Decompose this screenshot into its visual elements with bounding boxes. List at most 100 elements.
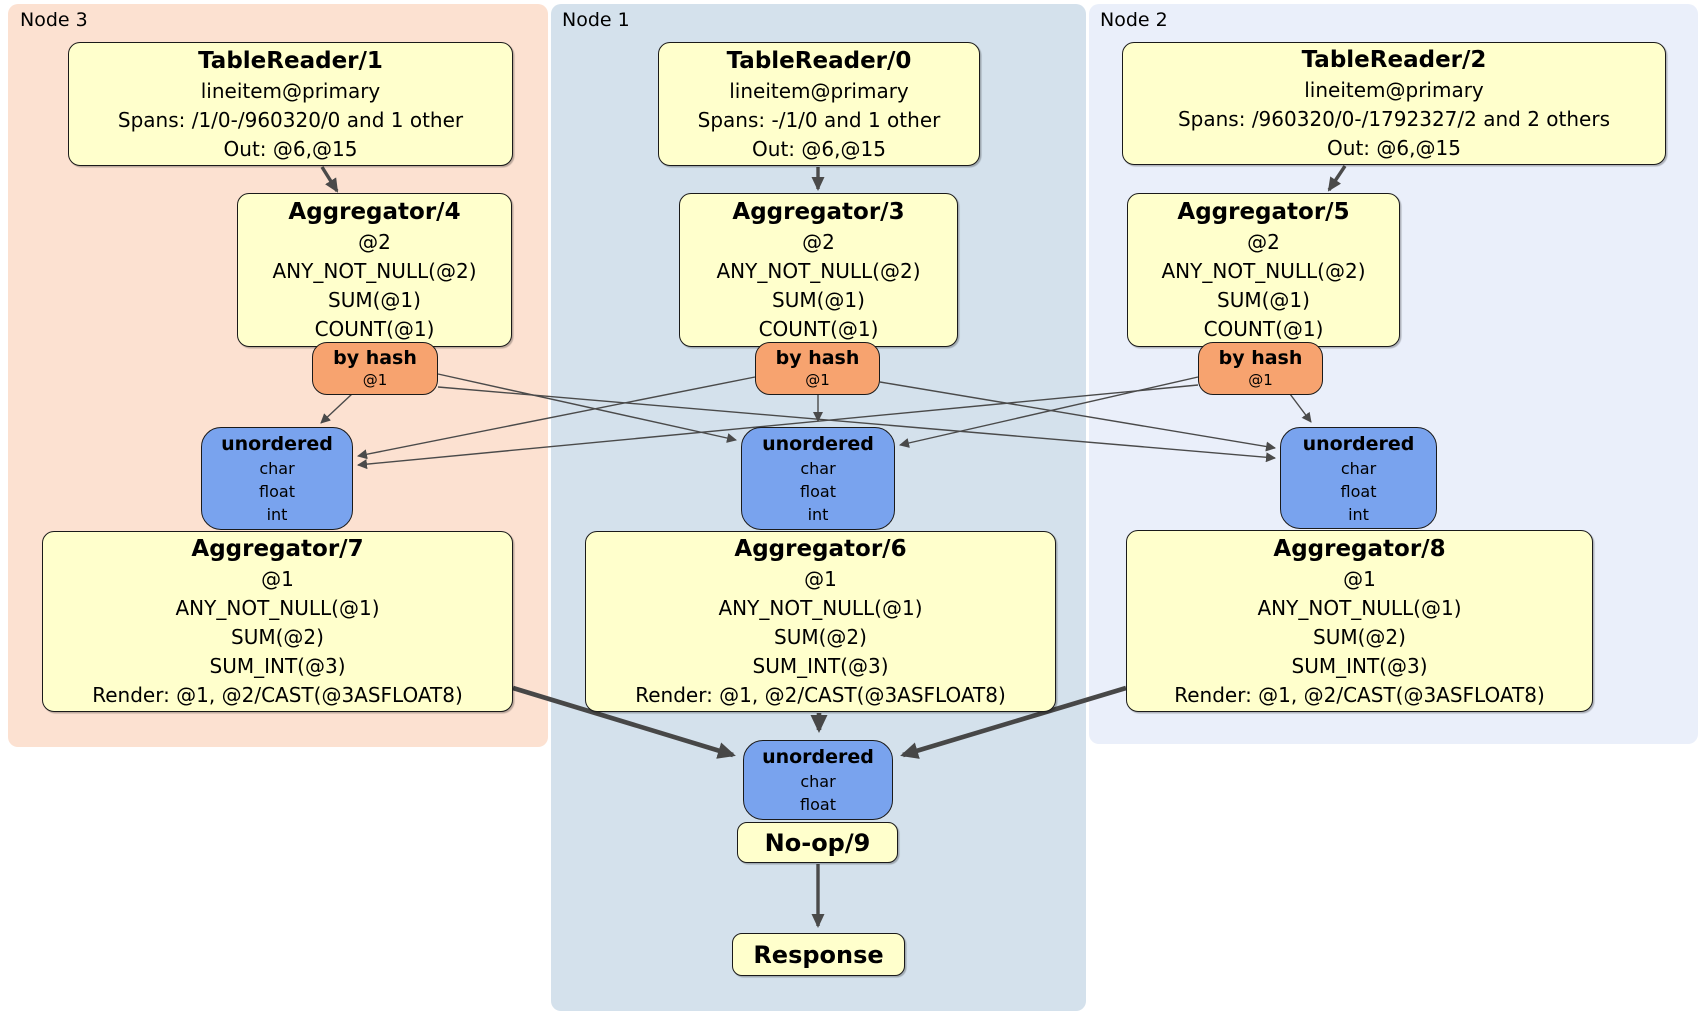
router-title: by hash xyxy=(333,347,417,369)
aggregator-4-box: Aggregator/4 @2 ANY_NOT_NULL(@2) SUM(@1)… xyxy=(237,193,512,347)
box-title: Aggregator/3 xyxy=(732,199,905,225)
edge-routerC-syncL xyxy=(357,376,756,460)
unordered-sync-right: unordered char float int xyxy=(1280,427,1437,529)
router-key: @1 xyxy=(805,371,830,389)
edge-routerL-syncL xyxy=(320,393,353,424)
box-line: Render: @1, @2/CAST(@3ASFLOAT8) xyxy=(1174,682,1545,707)
box-title: No-op/9 xyxy=(764,828,871,857)
unordered-sync-left: unordered char float int xyxy=(201,427,353,530)
box-line: @2 xyxy=(1247,230,1280,254)
sync-col: char xyxy=(259,459,295,478)
aggregator-5-box: Aggregator/5 @2 ANY_NOT_NULL(@2) SUM(@1)… xyxy=(1127,193,1400,347)
edge-routerC-syncR xyxy=(879,381,1276,452)
sync-col: int xyxy=(807,505,829,524)
sync-col: float xyxy=(800,482,836,501)
box-line: SUM(@2) xyxy=(774,625,867,649)
sync-col: int xyxy=(266,505,288,524)
router-key: @1 xyxy=(362,371,388,389)
sync-title: unordered xyxy=(1302,432,1415,455)
box-line: @1 xyxy=(1343,566,1376,591)
box-line: Out: @6,@15 xyxy=(223,136,358,161)
edge-routerR-syncR xyxy=(1289,393,1312,423)
box-line: @1 xyxy=(261,567,294,591)
box-line: ANY_NOT_NULL(@2) xyxy=(1161,259,1366,283)
box-line: ANY_NOT_NULL(@2) xyxy=(272,259,477,283)
aggregator-6-box: Aggregator/6 @1 ANY_NOT_NULL(@1) SUM(@2)… xyxy=(585,531,1056,712)
box-line: Spans: /960320/0-/1792327/2 and 2 others xyxy=(1177,107,1610,131)
box-line: COUNT(@1) xyxy=(758,317,879,341)
box-line: lineitem@primary xyxy=(1304,78,1484,102)
box-line: SUM(@1) xyxy=(1217,288,1310,312)
box-line: Out: @6,@15 xyxy=(752,136,886,161)
response-box: Response xyxy=(732,933,905,976)
aggregator-3-box: Aggregator/3 @2 ANY_NOT_NULL(@2) SUM(@1)… xyxy=(679,193,958,347)
tablereader-0-box: TableReader/0 lineitem@primary Spans: -/… xyxy=(658,42,980,166)
unordered-sync-final: unordered char float xyxy=(743,740,893,820)
unordered-sync-center: unordered char float int xyxy=(741,427,895,530)
box-line: @2 xyxy=(358,230,391,254)
box-line: ANY_NOT_NULL(@1) xyxy=(718,596,923,620)
box-title: Response xyxy=(753,940,884,969)
sync-col: float xyxy=(259,482,295,501)
sync-col: char xyxy=(800,772,836,791)
box-title: TableReader/0 xyxy=(726,47,912,74)
box-title: TableReader/2 xyxy=(1301,47,1487,73)
box-line: SUM(@1) xyxy=(328,288,421,312)
box-title: Aggregator/5 xyxy=(1177,199,1350,225)
edge-agg8-finalsync xyxy=(900,685,1127,759)
box-line: lineitem@primary xyxy=(200,78,381,103)
box-line: SUM_INT(@3) xyxy=(1291,653,1428,678)
box-line: Spans: -/1/0 and 1 other xyxy=(697,107,941,132)
sync-title: unordered xyxy=(762,433,874,455)
hash-router-center: by hash @1 xyxy=(755,342,880,395)
aggregator-8-box: Aggregator/8 @1 ANY_NOT_NULL(@1) SUM(@2)… xyxy=(1126,530,1593,712)
box-line: Spans: /1/0-/960320/0 and 1 other xyxy=(117,107,464,132)
node1-label: Node 1 xyxy=(562,9,630,31)
box-line: SUM_INT(@3) xyxy=(209,654,346,678)
hash-router-right: by hash @1 xyxy=(1198,342,1323,395)
sync-col: float xyxy=(800,795,836,814)
node3-label: Node 3 xyxy=(20,9,88,31)
box-line: SUM(@1) xyxy=(772,288,865,312)
edge-tr2-agg5 xyxy=(1327,165,1347,192)
box-line: Out: @6,@15 xyxy=(1327,136,1461,160)
box-line: SUM_INT(@3) xyxy=(752,654,889,678)
edge-tr1-agg4 xyxy=(320,166,339,193)
sync-title: unordered xyxy=(221,433,333,455)
aggregator-7-box: Aggregator/7 @1 ANY_NOT_NULL(@1) SUM(@2)… xyxy=(42,531,513,712)
router-title: by hash xyxy=(1218,347,1303,369)
noop-box: No-op/9 xyxy=(737,822,898,863)
edge-routerR-syncC xyxy=(899,376,1199,448)
box-line: COUNT(@1) xyxy=(314,317,435,341)
box-line: COUNT(@1) xyxy=(1203,317,1324,341)
box-line: ANY_NOT_NULL(@2) xyxy=(716,259,921,283)
box-line: SUM(@2) xyxy=(1313,624,1406,649)
box-line: @2 xyxy=(802,230,835,254)
hash-router-left: by hash @1 xyxy=(312,342,438,395)
box-line: Render: @1, @2/CAST(@3ASFLOAT8) xyxy=(635,683,1006,707)
box-line: SUM(@2) xyxy=(231,625,324,649)
sync-col: char xyxy=(1340,458,1377,478)
box-title: Aggregator/8 xyxy=(1273,535,1446,562)
router-key: @1 xyxy=(1248,371,1273,389)
edge-routerL-syncR xyxy=(437,386,1276,463)
edge-routerR-syncL xyxy=(357,384,1199,470)
box-title: Aggregator/4 xyxy=(288,199,461,225)
edge-routerL-syncC xyxy=(437,373,737,443)
box-line: Render: @1, @2/CAST(@3ASFLOAT8) xyxy=(92,683,463,707)
sync-col: char xyxy=(800,459,836,478)
box-line: lineitem@primary xyxy=(729,78,909,103)
edge-agg7-finalsync xyxy=(512,685,736,759)
box-title: TableReader/1 xyxy=(198,47,383,74)
sync-title: unordered xyxy=(762,746,874,768)
tablereader-1-box: TableReader/1 lineitem@primary Spans: /1… xyxy=(68,42,513,166)
box-line: ANY_NOT_NULL(@1) xyxy=(1257,595,1462,620)
sync-col: float xyxy=(1340,481,1377,501)
box-line: @1 xyxy=(804,567,837,591)
box-title: Aggregator/7 xyxy=(191,536,364,562)
box-title: Aggregator/6 xyxy=(734,536,907,562)
tablereader-2-box: TableReader/2 lineitem@primary Spans: /9… xyxy=(1122,42,1666,165)
sync-col: int xyxy=(1348,504,1369,524)
